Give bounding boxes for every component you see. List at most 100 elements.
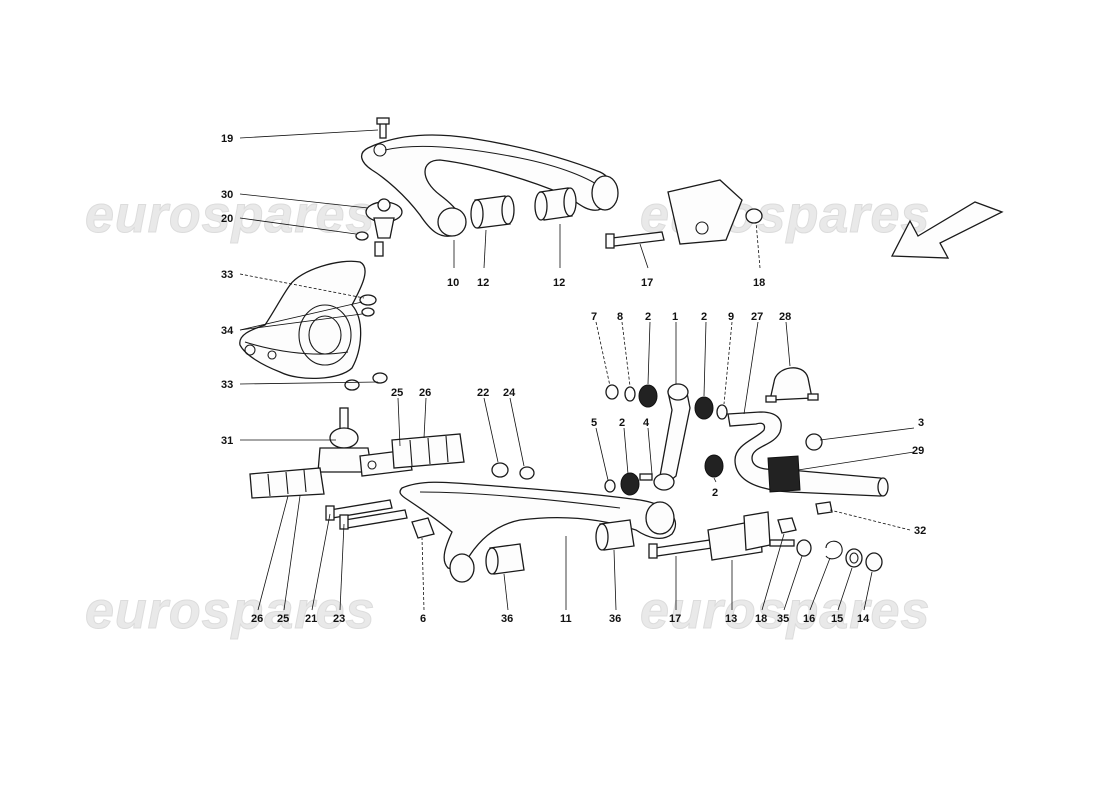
callout-22: 22: [477, 387, 489, 399]
bolt-17-upper: [605, 231, 665, 249]
bushing-2-b: [694, 396, 714, 420]
clip-16: [825, 540, 843, 560]
bushing-2-a: [638, 384, 658, 408]
direction-arrow-icon: [890, 201, 1004, 259]
callout-28: 28: [779, 311, 791, 323]
callout-3: 3: [918, 417, 924, 429]
bushing-2-d: [704, 454, 724, 478]
callout-2-a: 2: [645, 311, 651, 323]
callout-15: 15: [831, 613, 843, 625]
nut-6: [411, 517, 435, 539]
callout-30: 30: [221, 189, 233, 201]
callout-26-lower: 26: [251, 613, 263, 625]
callout-25-upper: 25: [391, 387, 403, 399]
watermark-bottom-right: eurospares: [640, 582, 930, 640]
bolt-23: [339, 509, 408, 530]
callout-19: 19: [221, 133, 233, 145]
callout-29: 29: [912, 445, 924, 457]
nut-20: [355, 231, 369, 241]
callout-5: 5: [591, 417, 597, 429]
callout-36-b: 36: [609, 613, 621, 625]
callout-16: 16: [803, 613, 815, 625]
callout-14: 14: [857, 613, 870, 625]
watermark-bottom-left: eurospares: [85, 582, 375, 640]
upper-control-arm: [361, 134, 619, 237]
bolt-19: [376, 117, 390, 139]
callout-11: 11: [560, 613, 572, 625]
callout-10: 10: [447, 277, 459, 289]
watermarks: eurospares eurospares eurospares eurospa…: [85, 186, 930, 641]
callout-31: 31: [221, 435, 233, 447]
drop-link-1: [653, 383, 691, 491]
nut-14: [865, 552, 883, 572]
bracket-13: [707, 511, 771, 561]
callout-20: 20: [221, 213, 233, 225]
callout-26-upper: 26: [419, 387, 431, 399]
callout-4: 4: [643, 417, 650, 429]
callout-18-lower: 18: [755, 613, 767, 625]
bushing-29: [767, 455, 801, 493]
nut-18-lower: [777, 517, 797, 534]
link-4: [639, 473, 653, 481]
lower-control-arm: [399, 481, 677, 583]
callout-32: 32: [914, 525, 926, 537]
stud-upper: [374, 241, 384, 257]
callout-12-b: 12: [553, 277, 565, 289]
callout-labels: 19 30 20 33 34 33 31 10 12 12 17 18 7 8 …: [221, 133, 926, 625]
washer-35: [796, 539, 812, 557]
washer-7: [605, 384, 619, 400]
chassis-bracket-upper: [667, 179, 743, 245]
bolt-17-lower: [648, 539, 713, 559]
callout-13: 13: [725, 613, 737, 625]
callout-24: 24: [503, 387, 516, 399]
callout-18-upper: 18: [753, 277, 765, 289]
bushing-36-left: [485, 543, 525, 575]
washer-15: [845, 548, 863, 568]
nut-18-upper: [745, 208, 763, 224]
wheel-upright: [239, 260, 366, 380]
bushing-24: [519, 466, 535, 480]
bushing-36-right: [595, 519, 635, 551]
ball-joint-30: [365, 198, 403, 239]
callout-33-upper: 33: [221, 269, 233, 281]
callout-1: 1: [672, 311, 678, 323]
bracket-26-lower: [249, 467, 325, 499]
callout-36-a: 36: [501, 613, 513, 625]
callout-35: 35: [777, 613, 789, 625]
washer-9: [716, 404, 728, 420]
callout-17-lower: 17: [669, 613, 681, 625]
washer-5: [604, 479, 616, 493]
callout-33-lower: 33: [221, 379, 233, 391]
watermark-top-left: eurospares: [85, 186, 375, 244]
callout-2-c: 2: [619, 417, 625, 429]
callout-23: 23: [333, 613, 345, 625]
bushing-22: [491, 462, 509, 478]
anti-roll-bar-27: [727, 411, 889, 497]
mount-bracket-28: [765, 367, 819, 403]
bushing-12-left: [470, 195, 515, 229]
callout-27: 27: [751, 311, 763, 323]
callout-21: 21: [305, 613, 317, 625]
callout-6: 6: [420, 613, 426, 625]
bracket-26-upper: [391, 433, 465, 469]
bolt-21: [325, 499, 393, 521]
callout-9: 9: [728, 311, 734, 323]
leader-lines: [239, 129, 915, 611]
nut-33-lower: [344, 372, 388, 391]
nut-33-upper: [359, 294, 377, 317]
bushing-12-right: [534, 187, 577, 221]
callout-2-d: 2: [712, 487, 718, 499]
ball-joint-31: [317, 407, 373, 473]
bushing-2-c: [620, 472, 640, 496]
washer-3: [805, 433, 823, 451]
callout-34: 34: [221, 325, 234, 337]
plug-32: [815, 501, 833, 515]
callout-12-a: 12: [477, 277, 489, 289]
callout-7: 7: [591, 311, 597, 323]
callout-17-upper: 17: [641, 277, 653, 289]
callout-25-lower: 25: [277, 613, 289, 625]
washer-8: [624, 386, 636, 402]
callout-2-b: 2: [701, 311, 707, 323]
callout-8: 8: [617, 311, 623, 323]
